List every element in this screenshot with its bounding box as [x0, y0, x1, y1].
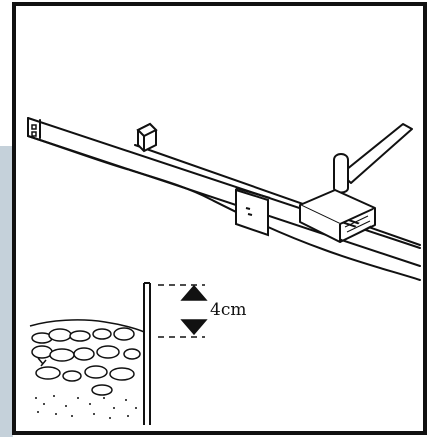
- measurement-label: 4cm: [210, 300, 247, 320]
- mallet: [299, 123, 413, 243]
- board-holes: [31, 124, 37, 137]
- sight-block: [136, 122, 158, 153]
- aggregate-pile: [29, 319, 145, 396]
- diagram-svg: [12, 2, 427, 435]
- measuring-stake: [143, 282, 151, 425]
- diagram-frame: [10, 0, 429, 437]
- measurement-arrows: [180, 284, 208, 336]
- side-strip: [0, 146, 13, 437]
- arrow-up-icon: [180, 284, 208, 301]
- sand-base: [35, 395, 137, 419]
- joint-plate: [235, 187, 271, 237]
- measurement-marks: [158, 284, 205, 338]
- frame-border: [12, 2, 427, 435]
- screed-board: [27, 117, 421, 281]
- arrow-down-icon: [180, 319, 208, 336]
